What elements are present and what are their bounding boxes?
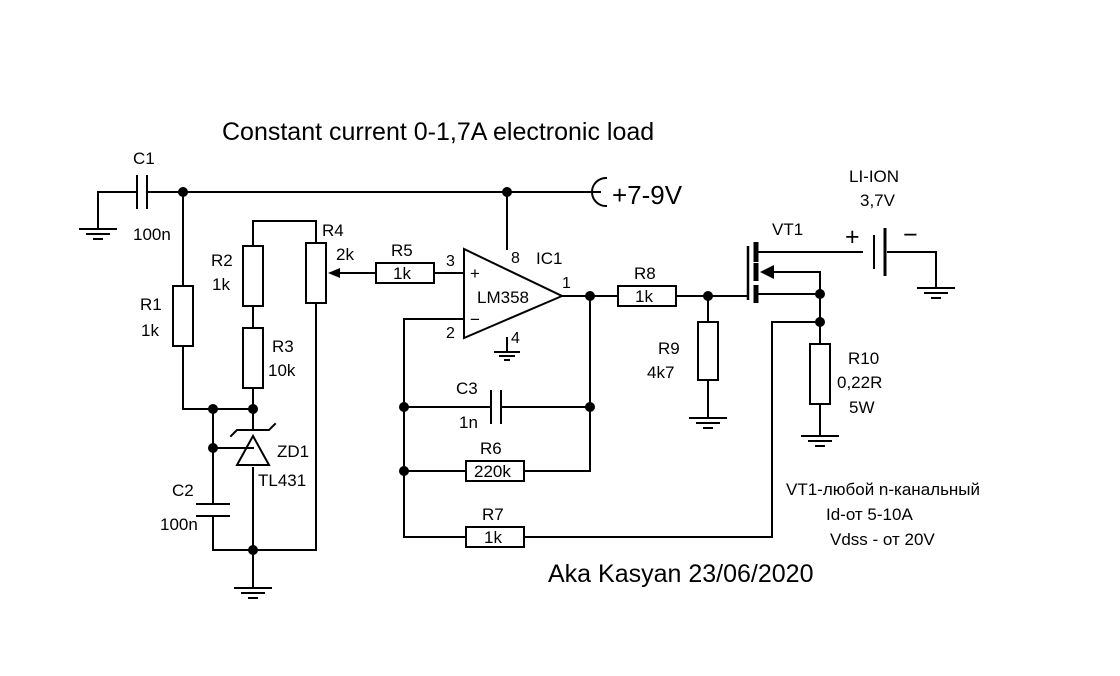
resistor-r3: R3 10k xyxy=(242,327,296,389)
pin-8-label: 8 xyxy=(511,250,520,267)
r3-ref-label: R3 xyxy=(272,337,294,356)
note-line-3: Vdss - от 20V xyxy=(830,530,935,549)
c3-value-label: 1n xyxy=(459,413,478,432)
resistor-r1: R1 1k xyxy=(140,285,194,347)
ground-symbol xyxy=(494,351,520,361)
c2-value-label: 100n xyxy=(160,515,198,534)
r7-value-label: 1k xyxy=(484,528,502,547)
r8-value-label: 1k xyxy=(635,287,653,306)
c3-ref-label: C3 xyxy=(456,379,478,398)
wiper-arrow xyxy=(328,268,340,278)
potentiometer-r4: R4 2k xyxy=(305,221,354,304)
battery-voltage-label: 3,7V xyxy=(860,191,896,210)
zener-bar xyxy=(229,422,277,438)
c1-ref-label: C1 xyxy=(133,149,155,168)
capacitor-c1: C1 100n xyxy=(133,149,171,244)
opamp-part-label: LM358 xyxy=(477,288,529,307)
c2-ref-label: C2 xyxy=(172,481,194,500)
r1-ref-label: R1 xyxy=(140,295,162,314)
capacitor-c2: C2 100n xyxy=(160,481,230,534)
zd1-value-label: TL431 xyxy=(258,471,306,490)
junction-dot xyxy=(248,545,258,555)
r10-ref-label: R10 xyxy=(848,349,879,368)
junction-dot xyxy=(815,289,825,299)
resistor-r5: R5 1k xyxy=(375,241,435,284)
note-line-2: Id-от 5-10A xyxy=(826,505,913,524)
resistor-r6: R6 220k xyxy=(465,439,525,482)
junction-dot xyxy=(248,404,258,414)
mosfet-arrow xyxy=(760,265,774,279)
junction-dot xyxy=(178,187,188,197)
mosfet-vt1: VT1 xyxy=(746,220,803,303)
r7-ref-label: R7 xyxy=(482,505,504,524)
junction-dot xyxy=(815,317,825,327)
r6-value-label: 220k xyxy=(474,462,511,481)
r9-value-label: 4k7 xyxy=(647,363,674,382)
ground-symbol xyxy=(917,287,955,299)
r1-value-label: 1k xyxy=(141,321,159,340)
pin-3-label: 3 xyxy=(446,253,455,270)
zener-zd1: ZD1 TL431 xyxy=(212,422,309,490)
resistor-r2: R2 1k xyxy=(211,245,264,307)
r4-value-label: 2k xyxy=(336,245,354,264)
vt1-ref-label: VT1 xyxy=(772,220,803,239)
zd1-ref-label: ZD1 xyxy=(277,442,309,461)
author-label: Aka Kasyan 23/06/2020 xyxy=(548,560,813,588)
r2-ref-label: R2 xyxy=(211,251,233,270)
pin-4-label: 4 xyxy=(511,330,520,347)
r5-ref-label: R5 xyxy=(391,241,413,260)
battery-minus-sign: − xyxy=(903,221,918,249)
r5-value-label: 1k xyxy=(393,264,411,283)
r2-value-label: 1k xyxy=(212,275,230,294)
notes-block: VT1-любой n-канальный Id-от 5-10A Vdss -… xyxy=(786,480,980,549)
r8-ref-label: R8 xyxy=(634,264,656,283)
junction-dot xyxy=(585,291,595,301)
resistor-r9: R9 4k7 xyxy=(647,321,719,382)
supply-terminal-symbol xyxy=(591,176,608,208)
resistor-r7: R7 1k xyxy=(465,505,525,548)
c1-value-label: 100n xyxy=(133,225,171,244)
resistor-r10: R10 0,22R 5W xyxy=(809,343,882,417)
junctions xyxy=(178,187,825,555)
opamp-plus-sign: + xyxy=(470,264,480,283)
battery-name-label: LI-ION xyxy=(849,167,899,186)
junction-dot xyxy=(399,402,409,412)
r6-ref-label: R6 xyxy=(480,439,502,458)
r9-ref-label: R9 xyxy=(658,339,680,358)
junction-dot xyxy=(399,466,409,476)
note-line-1: VT1-любой n-канальный xyxy=(786,480,980,499)
ground-symbol xyxy=(689,417,727,429)
r4-ref-label: R4 xyxy=(322,221,344,240)
battery-li-ion: LI-ION 3,7V + − xyxy=(845,167,918,276)
r3-value-label: 10k xyxy=(268,361,296,380)
resistor-r8: R8 1k xyxy=(617,264,677,307)
ic1-ref-label: IC1 xyxy=(536,249,562,268)
r10-value-label: 0,22R xyxy=(837,373,882,392)
ground-symbol xyxy=(234,587,272,599)
ground-symbol xyxy=(801,435,839,447)
junction-dot xyxy=(502,187,512,197)
junction-dot xyxy=(585,402,595,412)
capacitor-c3: C3 1n xyxy=(456,379,502,432)
wires xyxy=(97,191,937,589)
opamp-triangle xyxy=(463,247,565,340)
battery-plus-sign: + xyxy=(845,223,860,251)
zener-triangle xyxy=(235,433,271,466)
opamp-ic1: + − LM358 IC1 3 2 8 4 1 xyxy=(446,247,571,347)
pin-1-label: 1 xyxy=(562,275,571,292)
junction-dot xyxy=(208,404,218,414)
ground-symbol xyxy=(79,228,117,240)
opamp-minus-sign: − xyxy=(470,310,480,329)
schematic-title: Constant current 0-1,7A electronic load xyxy=(222,118,654,146)
pin-2-label: 2 xyxy=(446,325,455,342)
supply-voltage-label: +7-9V xyxy=(612,180,683,210)
r10-power-label: 5W xyxy=(849,398,875,417)
junction-dot xyxy=(703,291,713,301)
